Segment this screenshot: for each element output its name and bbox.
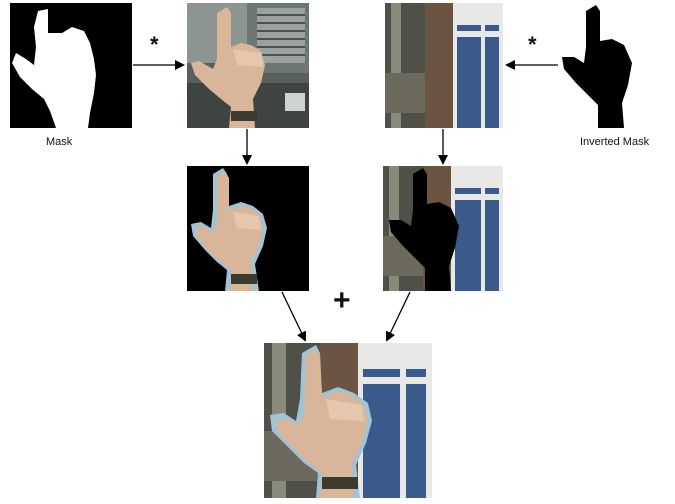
multiply-operator-left: * [150, 32, 159, 57]
inverted-mask-label: Inverted Mask [580, 136, 650, 148]
mask-image [10, 3, 132, 128]
multiply-operator-right: * [528, 32, 537, 57]
inverted-mask-image [560, 3, 670, 128]
arrow-masked-background-to-composite [385, 291, 411, 342]
composite-image [264, 343, 432, 498]
background-image [385, 3, 503, 128]
hand-image [187, 3, 309, 128]
arrow-masked-hand-to-composite [281, 291, 307, 342]
masked-hand-image [187, 166, 309, 291]
plus-operator: + [333, 284, 351, 317]
mask-label: Mask [46, 136, 73, 148]
masked-background-image [383, 166, 503, 291]
